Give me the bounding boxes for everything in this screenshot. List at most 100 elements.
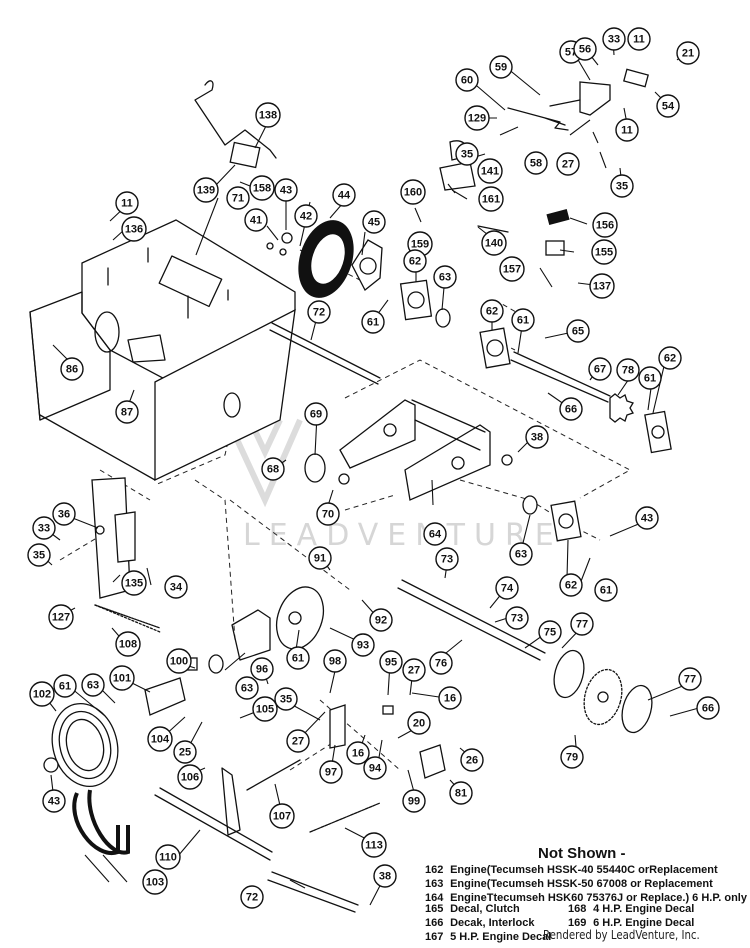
callout-77[interactable]: 77 <box>678 667 702 691</box>
callout-43[interactable]: 43 <box>635 506 659 530</box>
callout-141[interactable]: 141 <box>477 158 503 184</box>
callout-61[interactable]: 61 <box>53 674 77 698</box>
callout-103[interactable]: 103 <box>142 869 168 895</box>
callout-44[interactable]: 44 <box>332 183 356 207</box>
callout-68[interactable]: 68 <box>261 457 285 481</box>
callout-66[interactable]: 66 <box>696 696 720 720</box>
callout-21[interactable]: 21 <box>676 41 700 65</box>
callout-62[interactable]: 62 <box>658 346 682 370</box>
callout-73[interactable]: 73 <box>435 547 459 571</box>
callout-54[interactable]: 54 <box>656 94 680 118</box>
callout-108[interactable]: 108 <box>115 631 141 657</box>
callout-38[interactable]: 38 <box>525 425 549 449</box>
callout-66[interactable]: 66 <box>559 397 583 421</box>
callout-33[interactable]: 33 <box>32 516 56 540</box>
callout-62[interactable]: 62 <box>403 249 427 273</box>
callout-81[interactable]: 81 <box>449 781 473 805</box>
callout-161[interactable]: 161 <box>478 186 504 212</box>
callout-42[interactable]: 42 <box>294 204 318 228</box>
callout-11[interactable]: 11 <box>615 118 639 142</box>
callout-16[interactable]: 16 <box>346 741 370 765</box>
callout-92[interactable]: 92 <box>369 608 393 632</box>
callout-97[interactable]: 97 <box>319 760 343 784</box>
callout-56[interactable]: 56 <box>573 37 597 61</box>
callout-158[interactable]: 158 <box>249 175 275 201</box>
callout-58[interactable]: 58 <box>524 151 548 175</box>
callout-100[interactable]: 100 <box>166 648 192 674</box>
callout-94[interactable]: 94 <box>363 756 387 780</box>
callout-99[interactable]: 99 <box>402 789 426 813</box>
callout-155[interactable]: 155 <box>591 239 617 265</box>
callout-63[interactable]: 63 <box>433 265 457 289</box>
callout-35[interactable]: 35 <box>455 142 479 166</box>
callout-160[interactable]: 160 <box>400 179 426 205</box>
callout-62[interactable]: 62 <box>559 573 583 597</box>
callout-135[interactable]: 135 <box>121 570 147 596</box>
callout-61[interactable]: 61 <box>638 366 662 390</box>
callout-129[interactable]: 129 <box>464 105 490 131</box>
callout-78[interactable]: 78 <box>616 358 640 382</box>
callout-61[interactable]: 61 <box>594 578 618 602</box>
callout-36[interactable]: 36 <box>52 502 76 526</box>
callout-110[interactable]: 110 <box>155 844 181 870</box>
callout-20[interactable]: 20 <box>407 711 431 735</box>
callout-63[interactable]: 63 <box>81 673 105 697</box>
callout-74[interactable]: 74 <box>495 576 519 600</box>
callout-107[interactable]: 107 <box>269 803 295 829</box>
callout-11[interactable]: 11 <box>627 27 651 51</box>
callout-27[interactable]: 27 <box>556 152 580 176</box>
callout-87[interactable]: 87 <box>115 400 139 424</box>
callout-77[interactable]: 77 <box>570 612 594 636</box>
callout-73[interactable]: 73 <box>505 606 529 630</box>
callout-69[interactable]: 69 <box>304 402 328 426</box>
callout-63[interactable]: 63 <box>509 542 533 566</box>
callout-98[interactable]: 98 <box>323 649 347 673</box>
callout-140[interactable]: 140 <box>481 230 507 256</box>
callout-79[interactable]: 79 <box>560 745 584 769</box>
callout-43[interactable]: 43 <box>274 178 298 202</box>
callout-67[interactable]: 67 <box>588 357 612 381</box>
callout-38[interactable]: 38 <box>373 864 397 888</box>
callout-27[interactable]: 27 <box>402 658 426 682</box>
callout-138[interactable]: 138 <box>255 102 281 128</box>
callout-136[interactable]: 136 <box>121 216 147 242</box>
callout-60[interactable]: 60 <box>455 68 479 92</box>
callout-102[interactable]: 102 <box>29 681 55 707</box>
callout-43[interactable]: 43 <box>42 789 66 813</box>
callout-25[interactable]: 25 <box>173 740 197 764</box>
callout-65[interactable]: 65 <box>566 319 590 343</box>
callout-11[interactable]: 11 <box>115 191 139 215</box>
callout-139[interactable]: 139 <box>193 177 219 203</box>
callout-61[interactable]: 61 <box>286 646 310 670</box>
callout-64[interactable]: 64 <box>423 522 447 546</box>
callout-41[interactable]: 41 <box>244 208 268 232</box>
callout-96[interactable]: 96 <box>250 657 274 681</box>
callout-34[interactable]: 34 <box>164 575 188 599</box>
callout-127[interactable]: 127 <box>48 604 74 630</box>
callout-35[interactable]: 35 <box>27 543 51 567</box>
callout-61[interactable]: 61 <box>361 310 385 334</box>
callout-86[interactable]: 86 <box>60 357 84 381</box>
callout-75[interactable]: 75 <box>538 620 562 644</box>
callout-113[interactable]: 113 <box>361 832 387 858</box>
callout-35[interactable]: 35 <box>274 687 298 711</box>
callout-35[interactable]: 35 <box>610 174 634 198</box>
callout-33[interactable]: 33 <box>602 27 626 51</box>
callout-157[interactable]: 157 <box>499 256 525 282</box>
callout-70[interactable]: 70 <box>316 502 340 526</box>
callout-72[interactable]: 72 <box>240 885 264 909</box>
callout-105[interactable]: 105 <box>252 696 278 722</box>
callout-137[interactable]: 137 <box>589 273 615 299</box>
callout-101[interactable]: 101 <box>109 665 135 691</box>
callout-62[interactable]: 62 <box>480 299 504 323</box>
callout-63[interactable]: 63 <box>235 676 259 700</box>
callout-61[interactable]: 61 <box>511 308 535 332</box>
callout-93[interactable]: 93 <box>351 633 375 657</box>
callout-76[interactable]: 76 <box>429 651 453 675</box>
callout-106[interactable]: 106 <box>177 764 203 790</box>
callout-26[interactable]: 26 <box>460 748 484 772</box>
callout-72[interactable]: 72 <box>307 300 331 324</box>
callout-45[interactable]: 45 <box>362 210 386 234</box>
callout-91[interactable]: 91 <box>308 546 332 570</box>
callout-27[interactable]: 27 <box>286 729 310 753</box>
